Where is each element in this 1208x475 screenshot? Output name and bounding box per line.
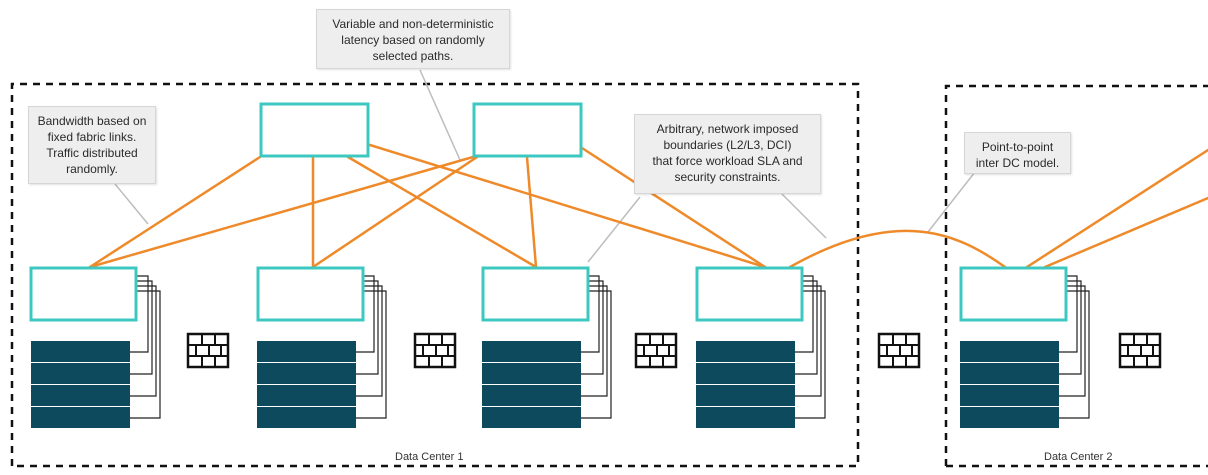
server-rack-5: [960, 341, 1059, 428]
leaf-switch-5: [959, 266, 1068, 322]
latency-callout: Variable and non-deterministic latency b…: [316, 9, 510, 69]
leaf-switch-3: [481, 266, 590, 322]
firewall-icon: [1118, 332, 1162, 369]
data-center-1-boundary: [10, 82, 860, 468]
boundaries-callout: Arbitrary, network imposed boundaries (L…: [634, 114, 821, 194]
leaf-group-1: [29, 266, 161, 428]
fabric-links: [88, 143, 1208, 269]
firewall-icon: [413, 332, 457, 369]
leaf-group-4: [695, 266, 826, 428]
bandwidth-callout: Bandwidth based on fixed fabric links. T…: [28, 106, 156, 184]
leaf-switch-1: [29, 266, 138, 322]
leaf-group-5: [959, 266, 1090, 428]
leaf-group-2: [256, 266, 387, 428]
server-rack-3: [482, 341, 581, 428]
leaf-switch-2: [256, 266, 365, 322]
firewall-icon: [634, 332, 678, 369]
callout-pointers: [114, 69, 976, 263]
data-center-2-label: Data Center 2: [1044, 451, 1113, 463]
firewall-icon: [877, 332, 921, 369]
leaf-switch-4: [695, 266, 804, 322]
firewall-icon: [186, 332, 230, 369]
p2p-callout: Point-to-point inter DC model.: [964, 132, 1071, 174]
leaf-group-3: [481, 266, 612, 428]
server-rack-4: [696, 341, 795, 428]
data-center-1-label: Data Center 1: [395, 451, 464, 463]
server-rack-1: [31, 341, 130, 428]
server-rack-2: [257, 341, 356, 428]
spine-switch-1: [259, 102, 370, 158]
spine-switch-2: [472, 102, 583, 158]
data-center-2-boundary: [944, 84, 1208, 466]
